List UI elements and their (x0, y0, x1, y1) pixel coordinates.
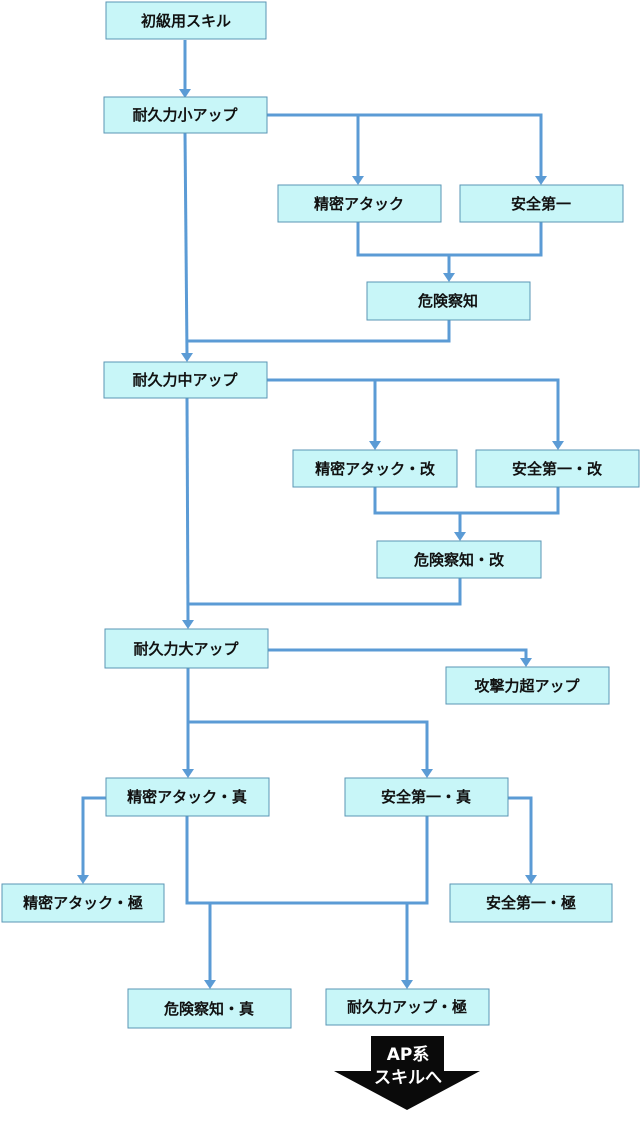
node-precise-attack-kai: 精密アタック・改 (292, 449, 458, 488)
node-attack-super-up: 攻撃力超アップ (445, 666, 610, 705)
connector-dur-small-to-dur-mid (183, 132, 189, 356)
node-basic-skill: 初級用スキル (105, 1, 267, 40)
arrowhead-icon (179, 89, 191, 98)
connectors (77, 40, 564, 989)
node-label: 精密アタック・極 (23, 894, 143, 912)
node-label: 安全第一・極 (486, 894, 576, 912)
node-label: 耐久力アップ・極 (347, 998, 467, 1016)
node-label: 初級用スキル (141, 12, 231, 30)
node-label: 危険察知・改 (414, 551, 505, 569)
node-label: 耐久力大アップ (133, 640, 239, 658)
arrowhead-icon (401, 980, 413, 989)
connector-dur-mid-to-dur-large (185, 397, 190, 623)
node-label: 耐久力中アップ (132, 371, 238, 389)
arrowhead-icon (421, 769, 433, 778)
arrowhead-icon (520, 658, 532, 667)
arrowhead-icon (77, 875, 89, 884)
node-precise-attack-shin: 精密アタック・真 (105, 777, 270, 817)
node-safety-first-kai: 安全第一・改 (475, 449, 640, 488)
node-danger-sense-shin: 危険察知・真 (127, 988, 292, 1029)
arrowhead-icon (443, 273, 455, 282)
arrowhead-icon (552, 441, 564, 450)
node-label: 精密アタック (314, 195, 404, 213)
node-label: 危険察知 (418, 292, 478, 310)
node-durability-large-up: 耐久力大アップ (104, 628, 269, 669)
arrowhead-icon (204, 980, 216, 989)
node-safety-first-kyoku: 安全第一・極 (449, 883, 613, 923)
connector-dur-small-branch (267, 113, 543, 178)
connector-danger-sense-return (187, 320, 451, 343)
node-safety-first-shin: 安全第一・真 (344, 777, 509, 817)
arrowhead-icon (182, 769, 194, 778)
connector-shin-merge (185, 816, 429, 982)
node-precise-attack-kyoku: 精密アタック・極 (1, 883, 165, 923)
arrowhead-icon (181, 353, 193, 362)
exit-label-line1: AP系 (387, 1045, 430, 1065)
down-arrow-icon (334, 1036, 480, 1110)
node-label: 安全第一・真 (381, 788, 471, 806)
arrowhead-icon (369, 441, 381, 450)
node-label: 精密アタック・改 (315, 460, 436, 478)
arrowhead-icon (352, 176, 364, 185)
node-label: 耐久力小アップ (132, 106, 238, 124)
connector-safety-shin-to-kyoku (508, 796, 533, 877)
connector-dur-mid-branch (267, 378, 560, 443)
connector-danger-sense-kai-return (188, 578, 462, 606)
node-danger-sense-kai: 危険察知・改 (376, 540, 542, 579)
node-label: 安全第一 (511, 195, 571, 213)
node-durability-mid-up: 耐久力中アップ (103, 361, 268, 399)
connector-precise-shin-to-kyoku (81, 796, 106, 877)
node-durability-small-up: 耐久力小アップ (103, 96, 268, 134)
connector-dur-large-to-attack-super (268, 648, 528, 660)
exit-label-line2: スキルへ (374, 1068, 442, 1088)
node-danger-sense: 危険察知 (366, 281, 531, 321)
connector-merge-to-danger-sense-kai (373, 487, 560, 534)
node-label: 安全第一・改 (512, 460, 603, 478)
node-label: 攻撃力超アップ (474, 677, 580, 695)
connector-dur-large-branch (186, 668, 429, 771)
arrowhead-icon (454, 532, 466, 541)
connector-merge-to-danger-sense (356, 222, 543, 275)
arrowhead-icon (182, 620, 194, 629)
arrowhead-icon (535, 176, 547, 185)
exit-arrow-ap-skills: AP系 スキルへ (334, 1036, 480, 1110)
node-precise-attack: 精密アタック (277, 184, 442, 223)
node-label: 精密アタック・真 (127, 788, 247, 806)
node-label: 危険察知・真 (164, 1000, 254, 1018)
arrowhead-icon (525, 875, 537, 884)
node-safety-first: 安全第一 (459, 184, 624, 223)
node-durability-up-kyoku: 耐久力アップ・極 (325, 988, 490, 1026)
